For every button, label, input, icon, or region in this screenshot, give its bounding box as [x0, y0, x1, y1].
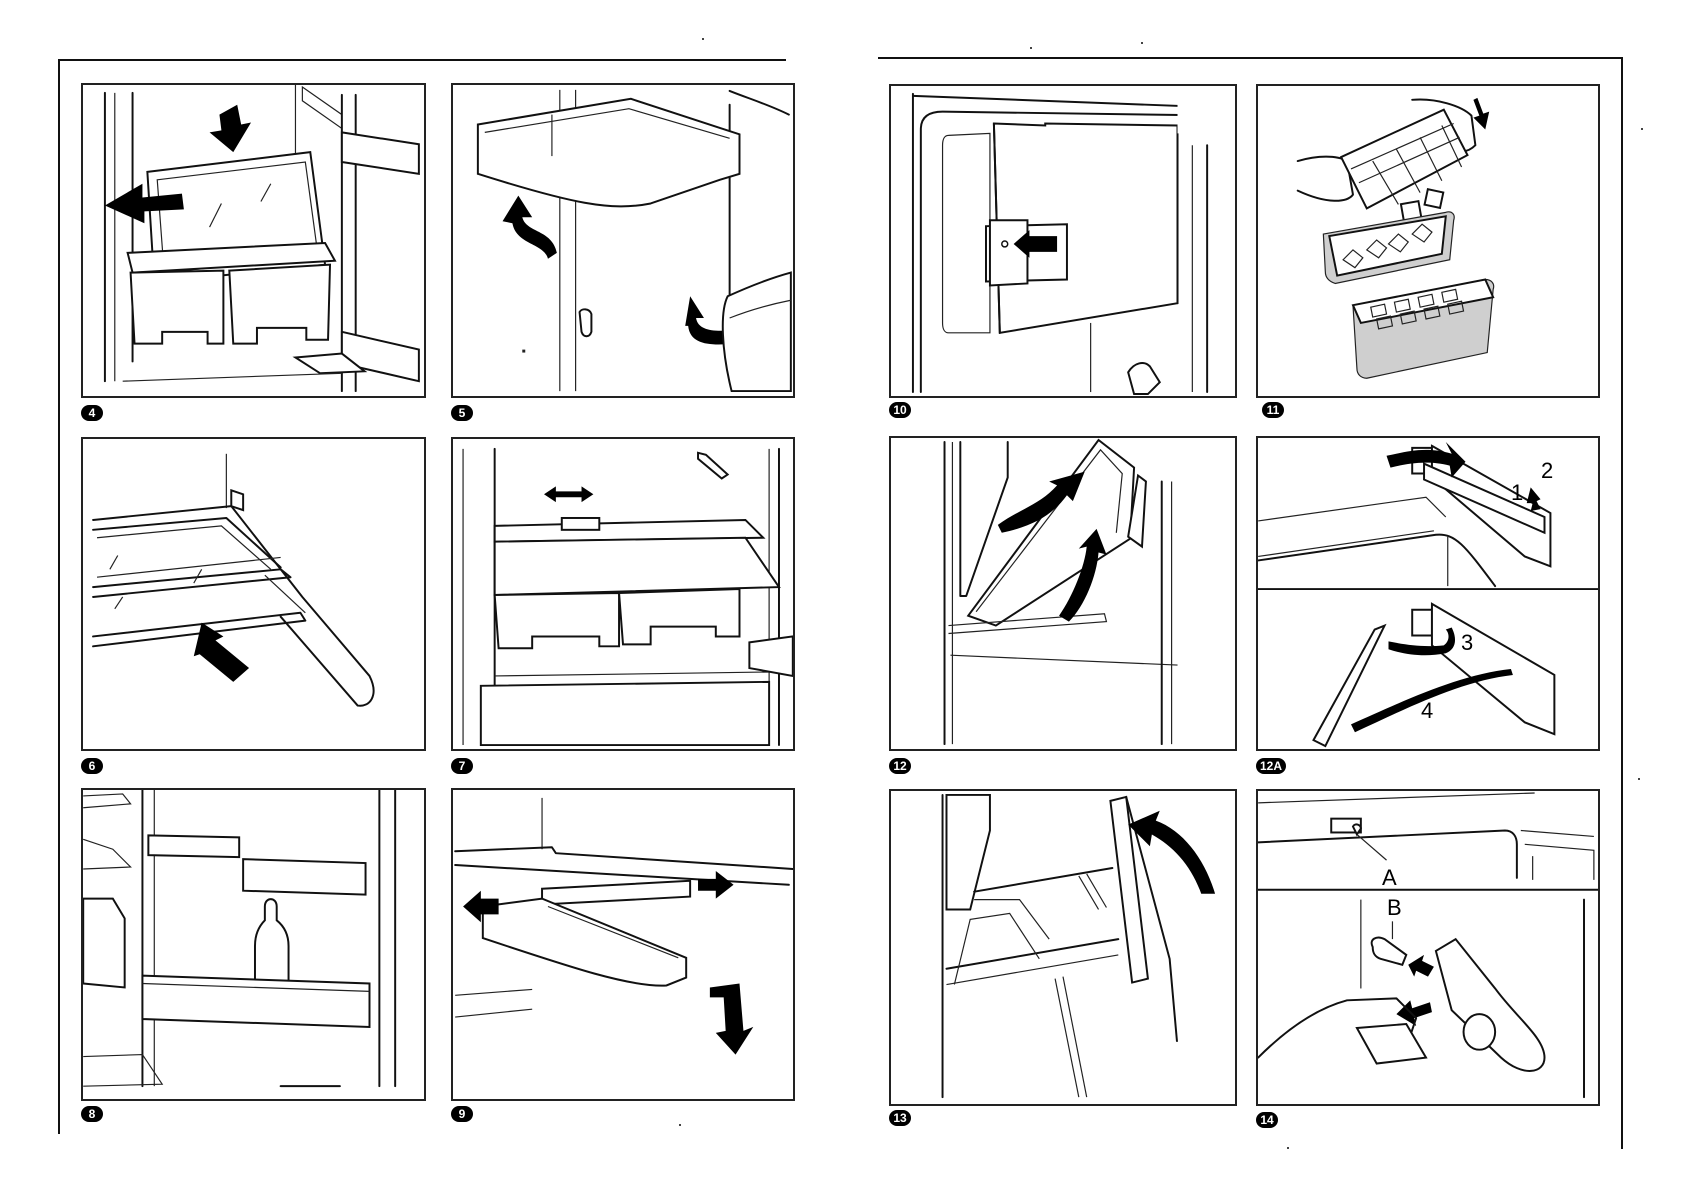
figure-8-illustration	[81, 788, 426, 1101]
scan-speck	[679, 1124, 681, 1126]
figure-13-illustration	[889, 789, 1237, 1106]
figure-10-label: 10	[889, 402, 911, 418]
figure-11-label: 11	[1262, 402, 1284, 418]
figure-6-drawing	[92, 453, 375, 707]
figure-11-drawing	[1296, 97, 1495, 379]
figure-11-illustration	[1256, 84, 1600, 398]
figure-7-label: 7	[451, 758, 473, 774]
figure-5-label: 5	[451, 405, 473, 421]
figure-8-drawing	[83, 790, 397, 1088]
scan-speck	[1641, 128, 1643, 130]
scan-speck	[1287, 1147, 1289, 1149]
figure-6-label: 6	[81, 758, 103, 774]
figure-12-label: 12	[889, 758, 911, 774]
figure-9-illustration	[451, 788, 795, 1101]
figure-12a-label: 12A	[1256, 758, 1287, 774]
figure-12-illustration	[889, 436, 1237, 751]
right-page-side-rule	[1621, 57, 1623, 1149]
figure-7-illustration	[451, 437, 795, 751]
figure-8-label: 8	[81, 1106, 103, 1122]
figure-6-illustration	[81, 437, 426, 751]
figure-4-label: 4	[81, 405, 103, 421]
right-page-top-rule	[878, 57, 1623, 59]
figure-10-drawing	[911, 86, 1235, 396]
scan-speck	[1030, 47, 1032, 49]
callout-a: A	[1382, 865, 1397, 890]
scan-speck	[702, 38, 704, 40]
figure-9-label: 9	[451, 1106, 473, 1122]
callout-2: 2	[1541, 458, 1554, 483]
figure-14-illustration: A B	[1256, 789, 1600, 1106]
figure-12a-illustration: 1 2 3 4	[1256, 436, 1600, 751]
left-page-side-rule	[58, 59, 60, 1134]
figure-9-drawing	[454, 797, 793, 1055]
figure-4-drawing	[103, 85, 420, 393]
figure-14-label: 14	[1256, 1112, 1278, 1128]
callout-1: 1	[1511, 480, 1524, 505]
figure-5-illustration	[451, 83, 795, 398]
callout-3: 3	[1461, 630, 1474, 655]
left-page-top-rule	[58, 59, 786, 61]
scan-speck	[1638, 778, 1640, 780]
figure-12-drawing	[943, 438, 1178, 746]
figure-10-illustration	[889, 84, 1237, 398]
figure-14-drawing	[1258, 792, 1598, 1099]
figure-12a-drawing	[1258, 441, 1598, 748]
figure-5-drawing	[476, 89, 792, 393]
figure-4-illustration	[81, 83, 426, 398]
figure-13-drawing	[941, 793, 1235, 1099]
figure-7-drawing	[462, 447, 793, 747]
callout-b: B	[1387, 895, 1402, 920]
scan-speck	[1141, 42, 1143, 44]
figure-13-label: 13	[889, 1110, 911, 1126]
callout-4: 4	[1421, 698, 1434, 723]
